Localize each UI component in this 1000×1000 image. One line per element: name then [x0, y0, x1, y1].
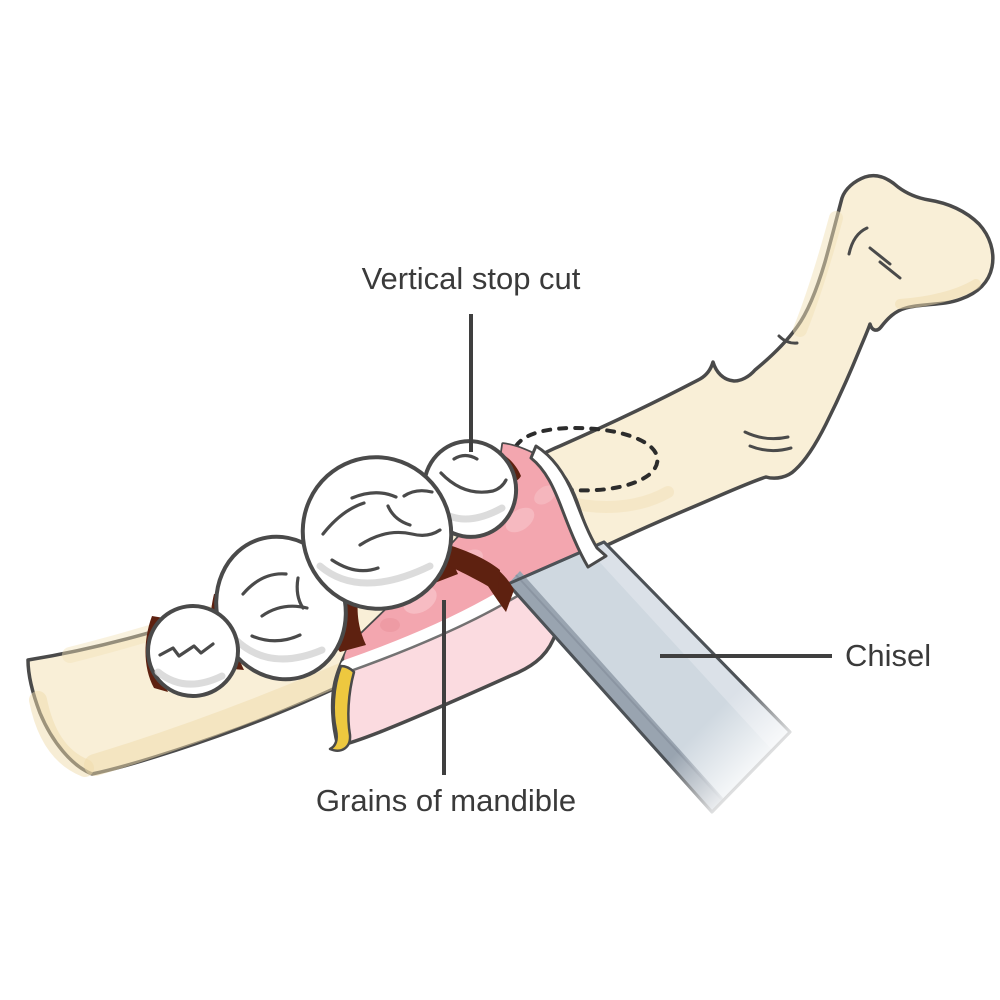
tooth-4-fissures [439, 453, 508, 494]
label-chisel: Chisel [845, 638, 932, 673]
bone-detail-lines [743, 226, 902, 453]
impacted-tooth-dashed-outline [513, 425, 660, 493]
chisel-fade-overlay [600, 560, 940, 940]
label-vertical-stop-cut: Vertical stop cut [361, 261, 581, 296]
tooth-3-fissures [321, 489, 442, 573]
flap-yellow-strip [328, 664, 356, 752]
tooth-1-fissures [158, 642, 215, 658]
label-grains-of-mandible: Grains of mandible [315, 783, 577, 818]
tooth-2-fissures [241, 572, 309, 643]
tooth-3 [300, 455, 454, 611]
bone-cut-edge-band [529, 444, 608, 569]
tooth-1 [146, 604, 240, 698]
tooth-1-shading [154, 668, 226, 688]
tooth-2-shading [232, 636, 326, 663]
crevice-7 [444, 546, 500, 592]
tooth-3-shading [316, 562, 434, 587]
teeth [146, 439, 519, 698]
tooth-1-crown [146, 604, 240, 698]
leader-lines [442, 314, 832, 775]
